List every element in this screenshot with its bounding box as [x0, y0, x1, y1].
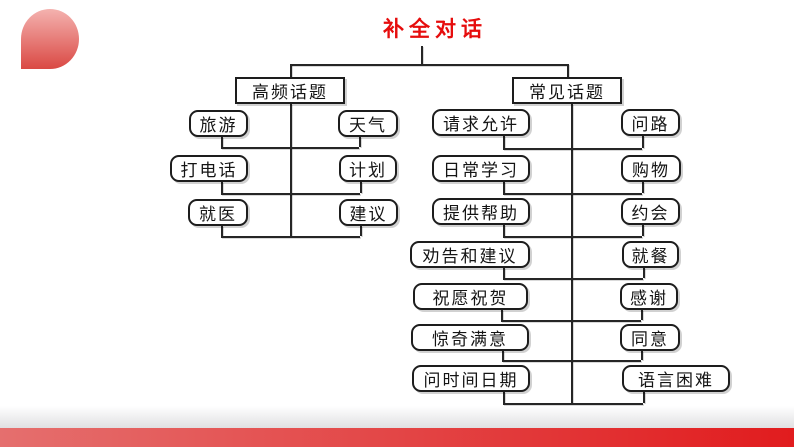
connector-line: [642, 136, 644, 148]
topic-box: 打电话: [170, 155, 248, 182]
connector-line: [290, 147, 359, 149]
connector-line: [501, 310, 503, 320]
connector-line: [567, 64, 569, 77]
connector-line: [503, 182, 505, 193]
topic-box: 日常学习: [432, 155, 530, 182]
connector-line: [571, 148, 642, 150]
topic-box: 提供帮助: [432, 198, 530, 225]
footer-red-bar: [0, 428, 794, 447]
connector-line: [641, 310, 643, 320]
slide-title: 补全对话: [383, 17, 487, 41]
connector-line: [503, 193, 571, 195]
topic-box: 祝愿祝贺: [413, 283, 528, 310]
topic-box: 问路: [621, 109, 680, 136]
connector-line: [503, 136, 505, 148]
topic-box: 天气: [338, 110, 398, 137]
connector-line: [221, 236, 290, 238]
connector-line: [360, 182, 362, 193]
connector-line: [502, 351, 504, 360]
branch-header-box: 高频话题: [235, 77, 345, 104]
topic-box: 约会: [621, 198, 680, 225]
topic-box: 就医: [188, 199, 248, 226]
connector-line: [290, 104, 292, 236]
connector-line: [643, 268, 645, 278]
connector-line: [359, 137, 361, 147]
connector-line: [290, 64, 292, 77]
topic-box: 建议: [339, 199, 398, 226]
connector-line: [360, 226, 362, 236]
connector-line: [642, 225, 644, 236]
connector-line: [571, 360, 641, 362]
topic-box: 请求允许: [432, 109, 530, 136]
footer-fade-strip: [0, 406, 794, 428]
connector-line: [503, 403, 571, 405]
connector-line: [571, 278, 643, 280]
topic-box: 语言困难: [622, 365, 730, 392]
connector-line: [503, 392, 505, 403]
connector-line: [571, 403, 643, 405]
connector-line: [571, 104, 573, 403]
topic-box: 旅游: [189, 110, 248, 137]
connector-line: [221, 193, 290, 195]
connector-line: [290, 236, 360, 238]
connector-line: [221, 147, 290, 149]
connector-line: [503, 278, 571, 280]
connector-line: [571, 193, 642, 195]
topic-box: 同意: [620, 324, 680, 351]
connector-line: [503, 236, 571, 238]
topic-box: 感谢: [620, 283, 678, 310]
connector-line: [221, 182, 223, 193]
connector-line: [502, 360, 571, 362]
topic-box: 购物: [621, 155, 681, 182]
branch-header-box: 常见话题: [512, 77, 622, 104]
topic-box: 问时间日期: [412, 365, 530, 392]
connector-line: [221, 226, 223, 236]
connector-line: [503, 148, 571, 150]
topic-box: 劝告和建议: [410, 241, 530, 268]
connector-line: [221, 137, 223, 147]
topic-box: 惊奇满意: [411, 324, 529, 351]
connector-line: [503, 225, 505, 236]
connector-line: [642, 182, 644, 193]
topic-box: 就餐: [622, 241, 679, 268]
connector-line: [421, 46, 423, 64]
connector-line: [643, 392, 645, 403]
connector-line: [501, 320, 571, 322]
connector-line: [503, 268, 505, 278]
connector-line: [290, 193, 360, 195]
connector-line: [571, 236, 642, 238]
connector-line: [290, 64, 567, 66]
teardrop-decoration: [21, 9, 79, 69]
connector-line: [571, 320, 641, 322]
connector-line: [641, 351, 643, 360]
topic-box: 计划: [339, 155, 397, 182]
